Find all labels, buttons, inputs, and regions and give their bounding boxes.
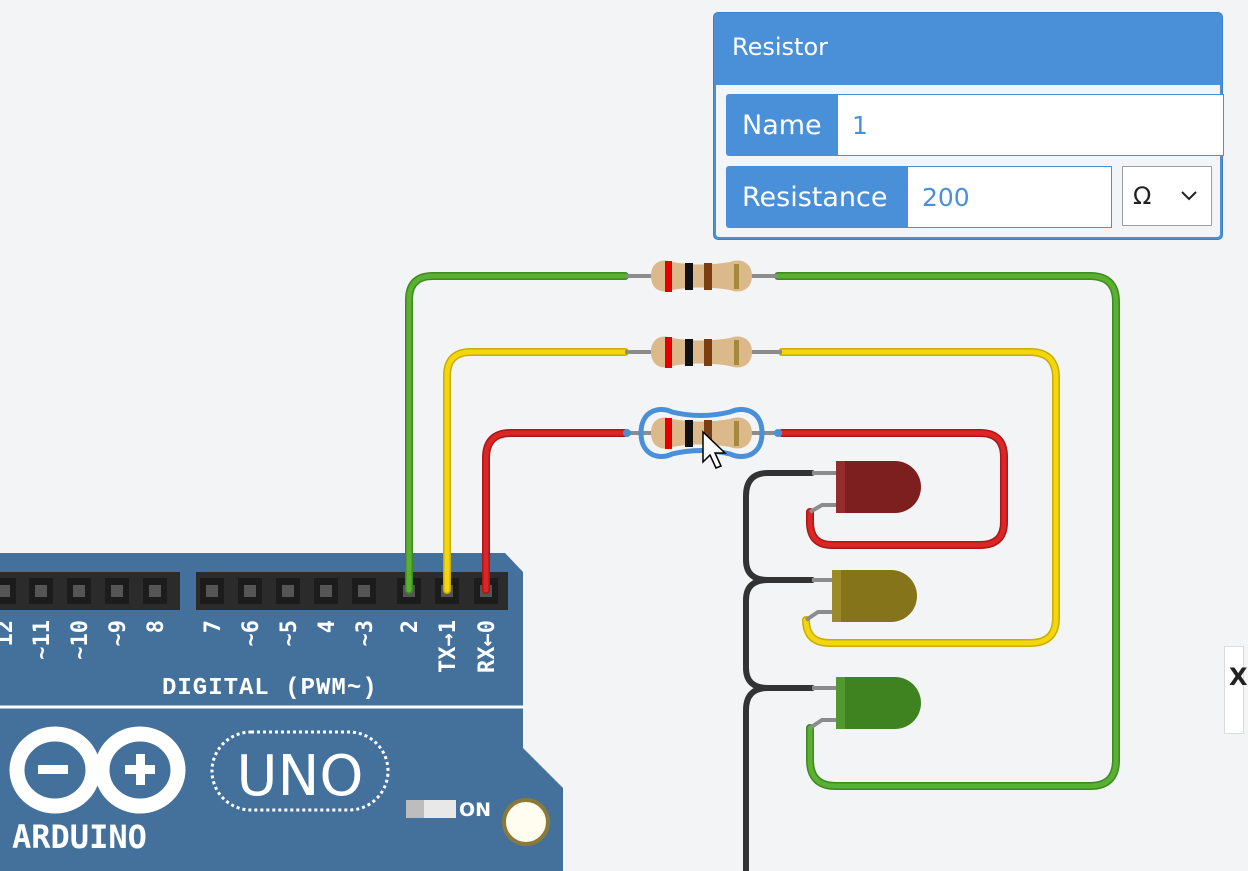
led-green[interactable] bbox=[808, 677, 921, 730]
name-row: Name 1 bbox=[726, 94, 1224, 156]
side-panel-tab-glyph: X bbox=[1229, 663, 1248, 691]
resistor-3-selected[interactable] bbox=[623, 407, 782, 459]
name-label: Name bbox=[726, 94, 838, 156]
pin-label: 12 bbox=[0, 620, 18, 647]
pin-label: ~6 bbox=[239, 620, 264, 647]
wire-ground-1[interactable] bbox=[743, 470, 815, 583]
resistor-1[interactable] bbox=[625, 260, 778, 292]
pin-label: ~10 bbox=[68, 620, 93, 660]
led-red[interactable] bbox=[808, 461, 921, 514]
panel-title: Resistor bbox=[732, 33, 828, 61]
resistor-inspector-panel: Resistor Name 1 Resistance 200 Ω bbox=[714, 13, 1224, 239]
pin-labels: 12 ~11 ~10 ~9 8 7 ~6 ~5 4 ~3 2 TX→1 RX←0 bbox=[0, 620, 500, 673]
resistance-input[interactable]: 200 bbox=[908, 166, 1112, 228]
digital-pwm-label: DIGITAL (PWM~) bbox=[162, 675, 378, 702]
power-led bbox=[502, 798, 550, 846]
pin-label: ~9 bbox=[106, 620, 131, 647]
unit-select-value: Ω bbox=[1133, 182, 1152, 210]
on-label: ON bbox=[459, 799, 491, 821]
pin-label: RX←0 bbox=[475, 620, 500, 673]
wire-yellow-2[interactable] bbox=[778, 348, 1060, 647]
uno-model-label: UNO bbox=[237, 744, 364, 809]
resistance-label: Resistance bbox=[726, 166, 908, 228]
pin-label: ~3 bbox=[353, 620, 378, 647]
wire-ground-2[interactable] bbox=[743, 577, 815, 691]
resistor-2[interactable] bbox=[625, 336, 782, 368]
pin-label: 7 bbox=[201, 620, 226, 633]
pin-label: ~5 bbox=[277, 620, 302, 647]
arduino-wordmark: ARDUINO bbox=[12, 818, 147, 856]
arduino-board[interactable]: 12 ~11 ~10 ~9 8 7 ~6 ~5 4 ~3 2 TX→1 RX←0 DIGITAL (PW… bbox=[0, 553, 563, 871]
wire-ground-3[interactable] bbox=[743, 685, 815, 871]
pin-label: 8 bbox=[144, 620, 169, 633]
chevron-down-icon bbox=[1181, 191, 1197, 201]
pin-label: ~11 bbox=[30, 620, 55, 660]
side-panel-tab[interactable]: X bbox=[1224, 646, 1248, 734]
name-input[interactable]: 1 bbox=[838, 94, 1224, 156]
pin-label: 2 bbox=[398, 620, 423, 633]
panel-body: Name 1 Resistance 200 Ω bbox=[716, 85, 1224, 237]
wires bbox=[405, 272, 1120, 871]
pin-label: TX→1 bbox=[436, 620, 461, 673]
led-yellow[interactable] bbox=[804, 570, 917, 622]
arduino-logo bbox=[9, 726, 186, 814]
resistance-row: Resistance 200 bbox=[726, 166, 1112, 228]
unit-select[interactable]: Ω bbox=[1122, 166, 1212, 226]
pin-label: 4 bbox=[315, 620, 340, 633]
mouse-cursor-icon bbox=[702, 430, 727, 469]
uno-badge bbox=[210, 730, 390, 812]
